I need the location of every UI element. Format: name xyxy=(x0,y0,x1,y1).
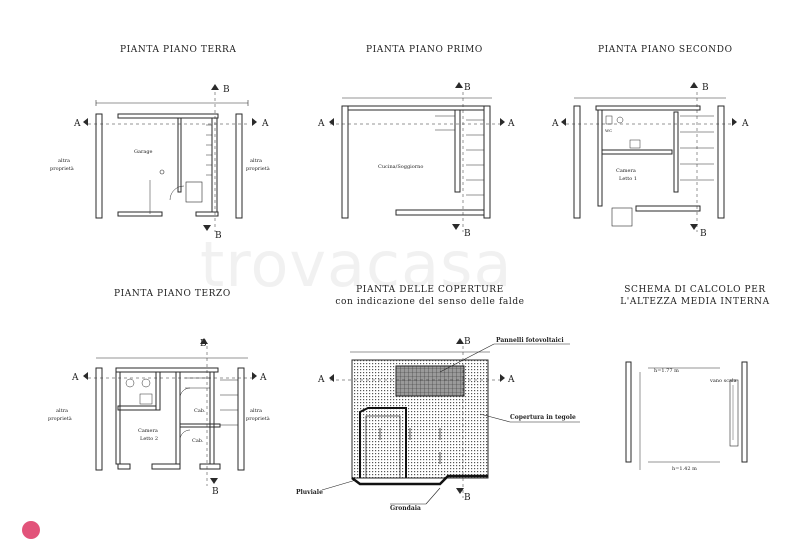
section-a-right-primo: A xyxy=(507,119,515,129)
label-copertura: Copertura in tegole xyxy=(510,414,576,421)
room-camera2-a: Camera xyxy=(138,428,158,434)
title-coperture: PIANTA DELLE COPERTURE con indicazione d… xyxy=(335,285,525,307)
room-wc: WC xyxy=(605,128,612,133)
altra-left-2: proprietà xyxy=(50,165,74,172)
section-a-right-coperture: A xyxy=(507,375,515,385)
section-a-right-terzo: A xyxy=(259,373,267,383)
section-a-right-terra: A xyxy=(261,119,269,129)
room-cab1: Cab. xyxy=(194,408,206,414)
corner-badge xyxy=(22,521,40,539)
altra-right-terzo-1: altra xyxy=(250,408,262,414)
title-schema: SCHEMA DI CALCOLO PER L'ALTEZZA MEDIA IN… xyxy=(620,285,770,307)
section-a-left-secondo: A xyxy=(551,119,559,129)
section-a-right-secondo: A xyxy=(741,119,749,129)
room-camera1-a: Camera xyxy=(616,168,636,174)
title-piano-primo: PIANTA PIANO PRIMO xyxy=(366,45,483,55)
altra-left-terzo-1: altra xyxy=(56,408,68,414)
room-camera2-b: Letto 2 xyxy=(140,436,158,442)
altra-right-2: proprietà xyxy=(246,165,270,172)
label-grondaia: Grondaia xyxy=(390,505,421,512)
room-garage: Garage xyxy=(134,149,153,155)
altra-left-terzo-2: proprietà xyxy=(48,415,72,422)
label-pannelli: Pannelli fotovoltaici xyxy=(496,337,564,344)
watermark: trovacasa xyxy=(200,228,513,301)
section-b-bottom-secondo: B xyxy=(700,229,707,239)
title-piano-secondo: PIANTA PIANO SECONDO xyxy=(598,45,733,55)
title-piano-terzo: PIANTA PIANO TERZO xyxy=(114,289,231,299)
section-b-top-primo: B xyxy=(464,83,471,93)
room-cab2: Cab. xyxy=(192,438,204,444)
section-b-top-terzo: B xyxy=(200,339,207,349)
room-cucina: Cucina/Soggiorno xyxy=(378,164,423,170)
altra-right-1: altra xyxy=(250,158,262,164)
altra-right-terzo-2: proprietà xyxy=(246,415,270,422)
section-b-top-secondo: B xyxy=(702,83,709,93)
section-b-top-coperture: B xyxy=(464,337,471,347)
section-b-bottom-terzo: B xyxy=(212,487,219,497)
section-b-bottom-terra: B xyxy=(215,231,222,241)
schema-h-bottom: h=1.42 m xyxy=(672,466,697,472)
room-camera1-b: Letto 1 xyxy=(619,176,637,182)
section-b-bottom-primo: B xyxy=(464,229,471,239)
section-b-top-terra: B xyxy=(223,85,230,95)
section-a-left-primo: A xyxy=(317,119,325,129)
section-a-left-coperture: A xyxy=(317,375,325,385)
title-piano-terra: PIANTA PIANO TERRA xyxy=(120,45,237,55)
section-a-left-terra: A xyxy=(73,119,81,129)
altra-left-1: altra xyxy=(58,158,70,164)
schema-vano: vano scala xyxy=(709,378,737,384)
section-b-bottom-coperture: B xyxy=(464,493,471,503)
schema-h-top: h=1.77 m xyxy=(654,368,679,374)
label-pluviale: Pluviale xyxy=(296,489,323,496)
section-a-left-terzo: A xyxy=(71,373,79,383)
